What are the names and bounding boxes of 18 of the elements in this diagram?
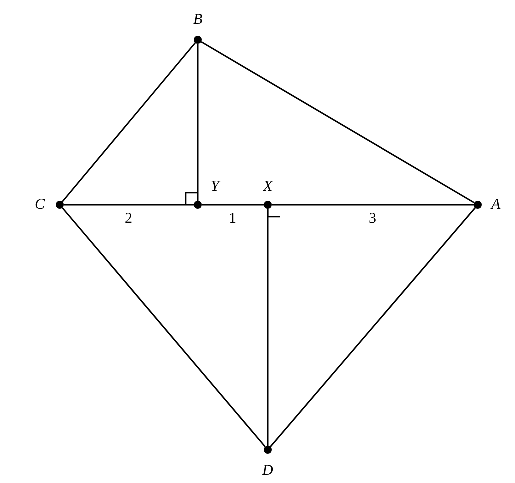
labeled-point: A: [474, 197, 500, 213]
labeled-point: X: [264, 179, 272, 209]
line-segment: [272, 204, 474, 206]
line-segment: [202, 204, 264, 206]
labeled-point: Y: [194, 179, 219, 209]
edge-label: 3: [369, 211, 376, 227]
line-segment: [201, 41, 475, 204]
edge-label: 1: [229, 211, 236, 227]
line-segment: [267, 209, 269, 446]
labeled-point: C: [35, 197, 64, 213]
line-segment: [62, 208, 266, 448]
line-segment: [64, 204, 194, 206]
labeled-point: B: [194, 12, 202, 44]
labeled-point: D: [262, 446, 274, 479]
line-segment: [62, 42, 196, 202]
line-segment: [197, 44, 199, 201]
line-segment: [270, 208, 476, 448]
edge-label: 2: [125, 211, 132, 227]
